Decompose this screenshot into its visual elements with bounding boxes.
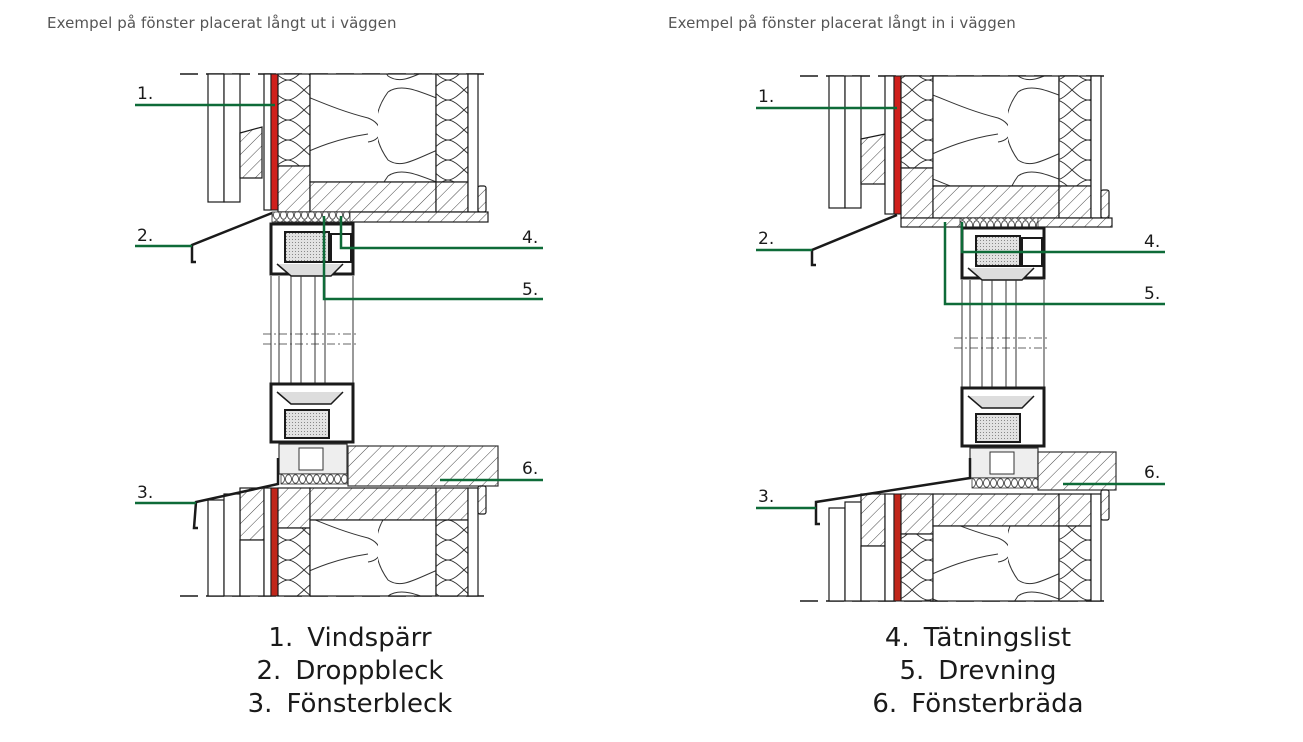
left-section-drawing: 1. 2. 3. 4. 5. 6. xyxy=(135,73,543,597)
legend-item: 4. Tätningslist xyxy=(778,622,1178,655)
right-section-drawing: 1. 2. 3. 4. 5. 6. xyxy=(756,75,1165,602)
caption-left: Exempel på fönster placerat långt ut i v… xyxy=(47,14,397,32)
legend-label: Vindspärr xyxy=(307,623,432,653)
callout-3-right: 3. xyxy=(758,487,774,507)
leader-line-4-left xyxy=(339,216,543,250)
legend-item: 1. Vindspärr xyxy=(150,622,550,655)
drip-flashing-left xyxy=(190,211,273,264)
callout-2-right: 2. xyxy=(758,229,774,249)
legend-number: 2. xyxy=(256,656,282,686)
legend-label: Droppbleck xyxy=(295,656,444,686)
legend-label: Drevning xyxy=(938,656,1057,686)
legend-number: 3. xyxy=(247,689,273,719)
lower-wall-right xyxy=(828,489,1110,602)
callout-4-left: 4. xyxy=(522,228,538,248)
drip-flashing-right xyxy=(810,213,898,267)
wind-barrier-bottom-left xyxy=(270,487,279,597)
callout-6-right: 6. xyxy=(1144,463,1160,483)
upper-wall-right xyxy=(828,75,1113,228)
lower-wall-left xyxy=(207,485,487,597)
callout-2-left: 2. xyxy=(137,226,153,246)
legend-number: 4. xyxy=(884,623,910,653)
wind-barrier-top-left xyxy=(270,73,279,211)
legend-item: 5. Drevning xyxy=(778,655,1178,688)
callout-5-right: 5. xyxy=(1144,284,1160,304)
callout-1-right: 1. xyxy=(758,87,774,107)
upper-wall-left xyxy=(207,73,489,223)
legend-item: 2. Droppbleck xyxy=(150,655,550,688)
window-flashing-right xyxy=(814,458,972,526)
callout-6-left: 6. xyxy=(522,459,538,479)
window-profile-right xyxy=(952,226,1052,490)
legend-item: 6. Fönsterbräda xyxy=(778,688,1178,721)
legend-number: 5. xyxy=(899,656,925,686)
leader-line-4-right xyxy=(960,222,1165,254)
legend-number: 1. xyxy=(268,623,294,653)
callout-4-right: 4. xyxy=(1144,232,1160,252)
legend-left: 1. Vindspärr 2. Droppbleck 3. Fönsterbleck xyxy=(150,622,550,721)
legend-number: 6. xyxy=(872,689,898,719)
legend-item: 3. Fönsterbleck xyxy=(150,688,550,721)
caption-right: Exempel på fönster placerat långt in i v… xyxy=(668,14,1016,32)
callout-3-left: 3. xyxy=(137,483,153,503)
window-profile-left xyxy=(261,222,361,486)
leader-line-5-left xyxy=(322,216,543,301)
legend-right: 4. Tätningslist 5. Drevning 6. Fönsterbräda xyxy=(778,622,1178,721)
wind-barrier-top-right xyxy=(893,75,902,215)
legend-label: Fönsterbleck xyxy=(286,689,453,719)
callout-1-left: 1. xyxy=(137,84,153,104)
legend-label: Tätningslist xyxy=(923,623,1072,653)
wind-barrier-bottom-right xyxy=(893,493,902,602)
legend-label: Fönsterbräda xyxy=(911,689,1084,719)
leader-line-5-right xyxy=(943,222,1165,306)
callout-5-left: 5. xyxy=(522,280,538,300)
